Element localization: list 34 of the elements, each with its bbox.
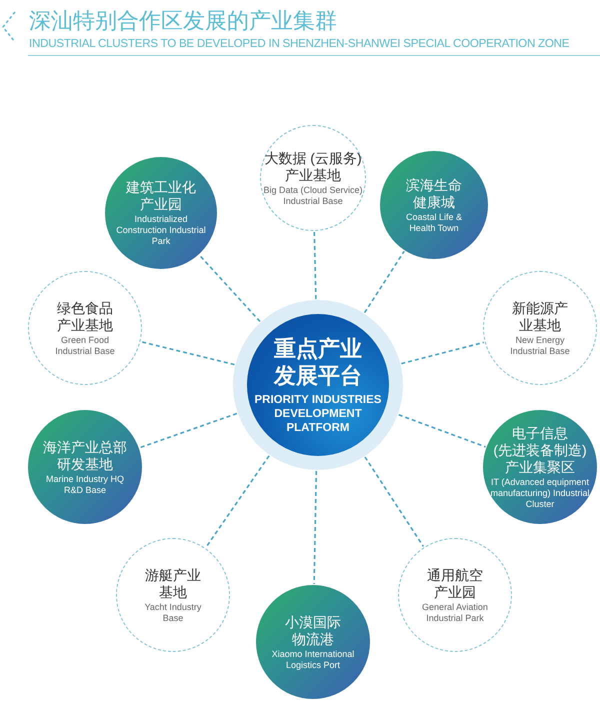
connector-line bbox=[313, 470, 318, 584]
english-label: IT (Advanced equipment manufacturing) Industrial Cluster bbox=[490, 476, 590, 510]
title: 深汕特别合作区发展的产业集群 bbox=[29, 8, 337, 34]
english-label: Yacht Industry Base bbox=[144, 602, 202, 624]
connector-line bbox=[141, 341, 235, 366]
chinese-label: 建筑工业化产业园 bbox=[125, 179, 197, 213]
connector-line bbox=[139, 412, 238, 448]
chinese-label: 小漠国际物流港 bbox=[284, 614, 342, 648]
subtitle: INDUSTRIAL CLUSTERS TO BE DEVELOPED IN SHENZHEN-SHANWEI SPECIAL COOPERATION ZONE bbox=[29, 37, 570, 51]
chinese-label: 绿色食品产业基地 bbox=[56, 300, 114, 334]
chinese-label: 重点产业发展平台 bbox=[272, 335, 363, 389]
english-label: General Aviation Industrial Park bbox=[421, 602, 489, 624]
chinese-label: 通用航空产业园 bbox=[426, 566, 484, 600]
connector-line bbox=[198, 254, 261, 322]
english-label: Coastal Life & Health Town bbox=[404, 212, 464, 234]
english-label: Big Data (Cloud Service) Industrial Base bbox=[263, 184, 363, 206]
english-label: Industrialized Construction Industrial Park bbox=[115, 214, 207, 247]
connector-line bbox=[205, 455, 270, 548]
connector-line bbox=[401, 342, 484, 364]
english-label: PRIORITY INDUSTRIES DEVELOPMENT PLATFORM bbox=[254, 393, 382, 435]
english-label: New Energy Industrial Base bbox=[509, 334, 571, 356]
connector-line bbox=[364, 250, 405, 314]
chinese-label: 海洋产业总部研发基地 bbox=[42, 438, 128, 472]
chinese-label: 游艇产业基地 bbox=[144, 566, 202, 600]
chinese-label: 电子信息 (先进装备制造) 产业集聚区 bbox=[492, 424, 588, 476]
chinese-label: 新能源产业基地 bbox=[511, 300, 569, 334]
english-label: Marine Industry HQ R&D Base bbox=[45, 474, 125, 496]
chinese-label: 滨海生命健康城 bbox=[405, 176, 463, 210]
connector-line bbox=[398, 414, 486, 448]
english-label: Xiaomo International Logistics Port bbox=[270, 648, 356, 670]
english-label: Green Food Industrial Base bbox=[54, 334, 116, 356]
connector-line bbox=[364, 456, 424, 547]
connector-line bbox=[314, 232, 317, 300]
chinese-label: 大数据 (云服务) 产业基地 bbox=[263, 150, 363, 184]
